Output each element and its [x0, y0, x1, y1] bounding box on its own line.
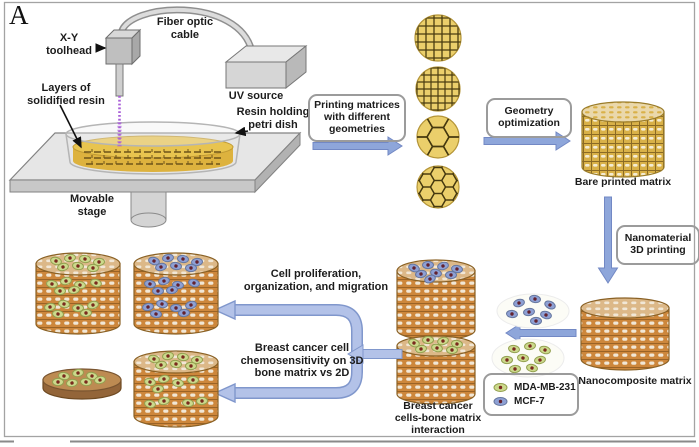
- uv-source-box: [224, 44, 308, 90]
- geometry-optimization-box: Geometry optimization: [486, 98, 572, 138]
- annotation-arrows: [59, 43, 249, 149]
- interaction-cylinder-mcf7: [396, 259, 476, 341]
- fiber-optic-label: Fiber optic cable: [156, 16, 214, 41]
- bare-matrix-label: Bare printed matrix: [574, 176, 672, 188]
- chemosensitivity-label: Breast cancer cell chemosensitivity on 3…: [240, 342, 364, 380]
- nanomaterial-printing-box: Nanomaterial 3D printing: [616, 225, 699, 265]
- proliferation-label: Cell proliferation, organization, and mi…: [243, 268, 389, 293]
- printing-matrices-text: Printing matrices with different geometr…: [314, 99, 400, 135]
- printer-assembly: [8, 6, 308, 228]
- interaction-cylinder-mda: [396, 335, 476, 405]
- grid-matrix-2: [416, 67, 460, 111]
- mcf7-cell-cluster: [496, 293, 570, 329]
- layers-resin-label: Layers of solidified resin: [27, 82, 105, 107]
- mda-cell-icon: [493, 383, 508, 392]
- legend-row-mcf: MCF-7: [492, 396, 577, 407]
- xy-toolhead-graphic: [104, 28, 142, 97]
- result-cylinder-mda: [35, 252, 121, 335]
- petri-dish-label: Resin holding petri dish: [236, 106, 310, 131]
- arrow-nano-down: [597, 196, 619, 284]
- result-cylinder-mda-3d: [133, 350, 219, 428]
- printing-matrices-box: Printing matrices with different geometr…: [308, 94, 406, 142]
- nanocomposite-label: Nanocomposite matrix: [578, 375, 692, 387]
- nanomaterial-printing-text: Nanomaterial 3D printing: [624, 232, 692, 256]
- fiber-optic-cable-graphic: [117, 6, 256, 54]
- interaction-label: Breast cancer cells-bone matrix interact…: [394, 400, 482, 436]
- bracket-arrow: [213, 299, 403, 404]
- legend-mda-label: MDA-MB-231: [514, 382, 576, 393]
- mda-cell-cluster: [491, 338, 565, 378]
- panel-label: A: [9, 0, 29, 30]
- legend-row-mda: MDA-MB-231: [492, 382, 577, 393]
- printed-matrices-geometries: [414, 14, 462, 209]
- legend-mcf-label: MCF-7: [514, 396, 545, 407]
- result-disc-2d: [42, 367, 122, 400]
- geometry-optimization-text: Geometry optimization: [498, 105, 560, 129]
- petri-dish-graphic: [65, 121, 241, 175]
- nanocomposite-matrix: [580, 297, 670, 371]
- dish-arrow: [234, 126, 249, 137]
- solidified-resin-grid: [84, 149, 222, 167]
- movable-stage-label: Movable stage: [69, 193, 114, 218]
- grid-matrix-1: [415, 15, 461, 61]
- cell-legend: MDA-MB-231 MCF-7: [483, 373, 579, 416]
- arrow-cells-left: [505, 323, 577, 343]
- uv-source-label: UV source: [228, 90, 284, 102]
- layers-arrow: [59, 104, 82, 149]
- result-cylinder-mcf7: [133, 252, 219, 335]
- mcf-cell-icon: [493, 397, 508, 406]
- xy-toolhead-label: X-Y toolhead: [46, 32, 92, 57]
- bare-printed-matrix: [581, 101, 665, 178]
